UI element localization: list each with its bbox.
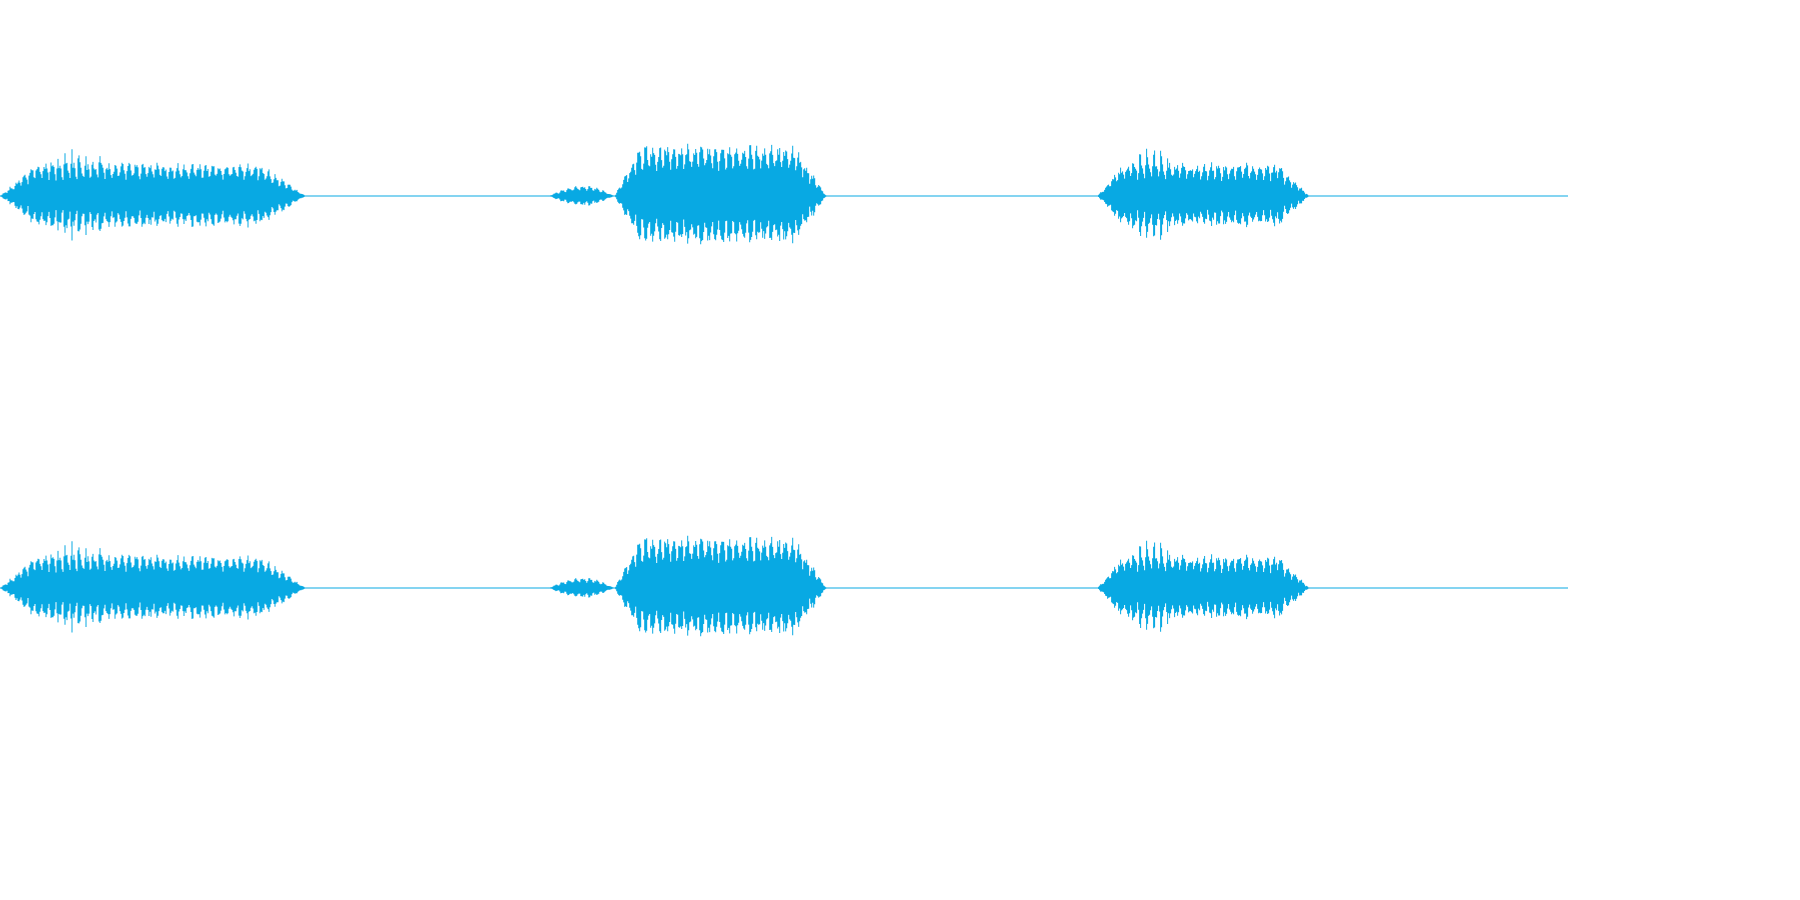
waveform-burst-1 (0, 149, 306, 241)
waveform-channel-1 (0, 143, 1568, 245)
waveform-burst-4 (1097, 148, 1310, 240)
waveform-burst-4 (1097, 540, 1310, 632)
waveform-burst-3 (614, 535, 827, 637)
waveform-burst-1 (0, 541, 306, 633)
waveform-burst-3 (614, 143, 827, 245)
waveform-channel-2 (0, 535, 1568, 637)
waveform-burst-2 (548, 578, 615, 598)
waveform-burst-2 (548, 186, 615, 206)
